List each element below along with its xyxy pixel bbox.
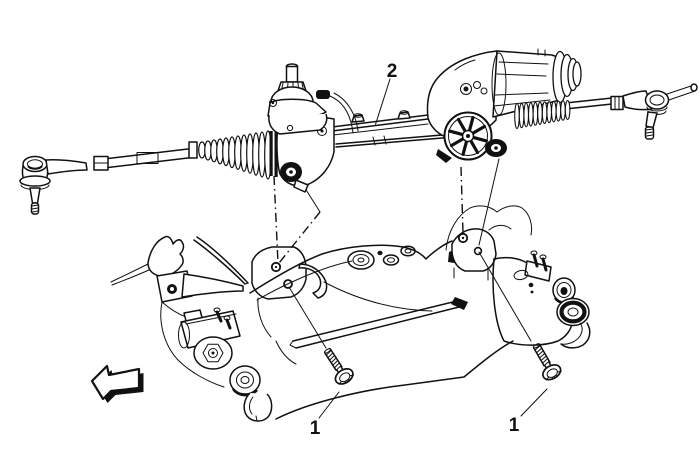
inner-tie-rod-left	[107, 147, 193, 169]
alignment-line-left-vertical	[273, 175, 279, 264]
direction-arrow-icon	[90, 364, 144, 403]
bolt-axis-right	[478, 251, 532, 342]
gear-mount-bushing-right	[436, 139, 507, 163]
callout-1-left: 1	[310, 391, 340, 439]
jam-nut-right	[610, 95, 624, 111]
electric-motor	[491, 48, 582, 118]
bellows-boot-right	[514, 100, 571, 130]
callout-1-left-label: 1	[310, 418, 321, 439]
right-subframe-section	[492, 250, 591, 349]
right-mount-bracket	[445, 205, 533, 281]
callout-1-right-label: 1	[509, 415, 520, 436]
subframe-bosses	[347, 245, 416, 270]
callout-2: 2	[374, 61, 398, 127]
alignment-line-left-diagonal	[278, 211, 321, 264]
rack-tube	[331, 110, 449, 148]
steering-gear-assembly	[19, 48, 698, 215]
bellows-boot-left	[198, 129, 278, 180]
front-subframe	[110, 205, 591, 422]
inner-tie-rod-right	[569, 97, 613, 110]
drive-wheel	[443, 111, 493, 161]
callout-2-label: 2	[387, 61, 398, 82]
callout-1-right: 1	[509, 388, 548, 436]
leader-right-bushing	[478, 158, 500, 246]
tie-rod-end-right	[622, 83, 698, 140]
gear-mount-bushing-left	[280, 162, 309, 193]
outer-tie-rod-left	[45, 159, 88, 175]
engine-mount	[160, 301, 273, 422]
subframe-brace-bar	[289, 297, 468, 349]
bolt-axis-left	[288, 286, 327, 349]
